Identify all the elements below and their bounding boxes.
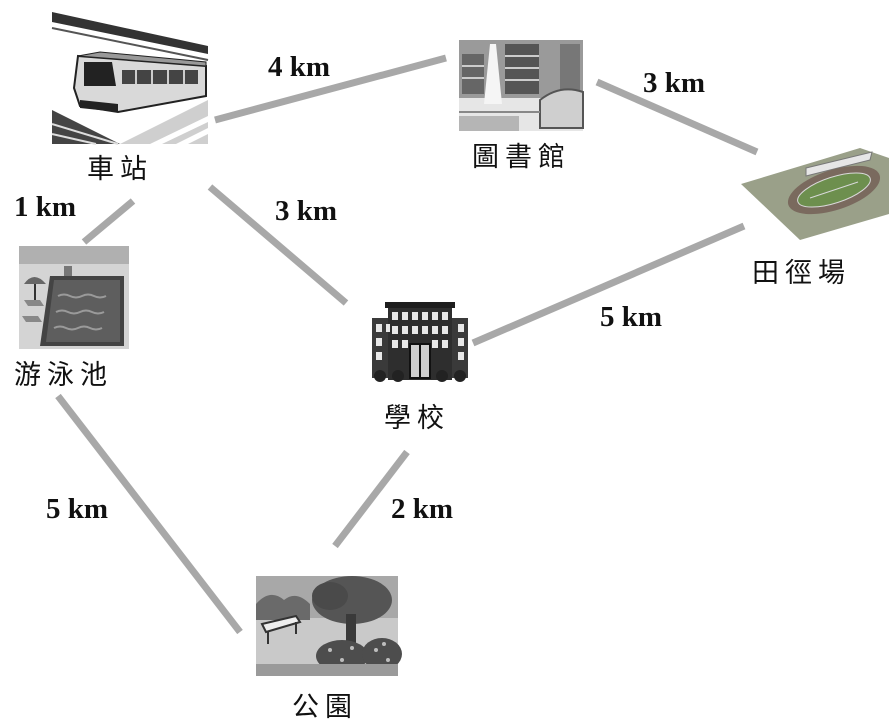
- swimming-pool-icon: [19, 246, 129, 349]
- label-station: 車站: [87, 154, 153, 185]
- distance-station-library: 4 km: [268, 51, 330, 83]
- place-station: 車站: [50, 12, 209, 185]
- label-library: 圖書館: [472, 142, 571, 173]
- label-pool: 游泳池: [14, 360, 113, 391]
- distance-pool-park: 5 km: [46, 493, 108, 525]
- stadium-icon: [741, 148, 889, 240]
- distance-school-park: 2 km: [391, 493, 453, 525]
- library-icon: [459, 40, 584, 131]
- edge-library-stadium: [595, 78, 759, 156]
- train-station-icon: [50, 12, 209, 145]
- distance-labels: 4 km 3 km 1 km 3 km 5 km 5 km 2 km: [14, 51, 705, 525]
- park-icon: [256, 576, 402, 676]
- edge-school-park: [332, 449, 410, 549]
- edge-station-pool: [81, 198, 136, 245]
- distance-station-pool: 1 km: [14, 191, 76, 223]
- place-school: 學校: [372, 302, 468, 434]
- label-park: 公園: [292, 692, 358, 722]
- label-school: 學校: [384, 403, 450, 434]
- edge-pool-park: [55, 393, 243, 635]
- edge-station-school: [207, 184, 349, 306]
- distance-stadium-school: 5 km: [600, 301, 662, 333]
- edge-stadium-school: [471, 222, 746, 347]
- place-stadium: 田徑場: [741, 148, 889, 289]
- school-building-icon: [372, 302, 468, 382]
- place-library: 圖書館: [459, 40, 584, 173]
- edge-station-library: [214, 54, 447, 124]
- distance-library-stadium: 3 km: [643, 67, 705, 99]
- place-pool: 游泳池: [14, 246, 129, 391]
- roads: [55, 54, 759, 635]
- distance-station-school: 3 km: [275, 195, 337, 227]
- place-park: 公園: [256, 576, 402, 722]
- label-stadium: 田徑場: [752, 258, 851, 289]
